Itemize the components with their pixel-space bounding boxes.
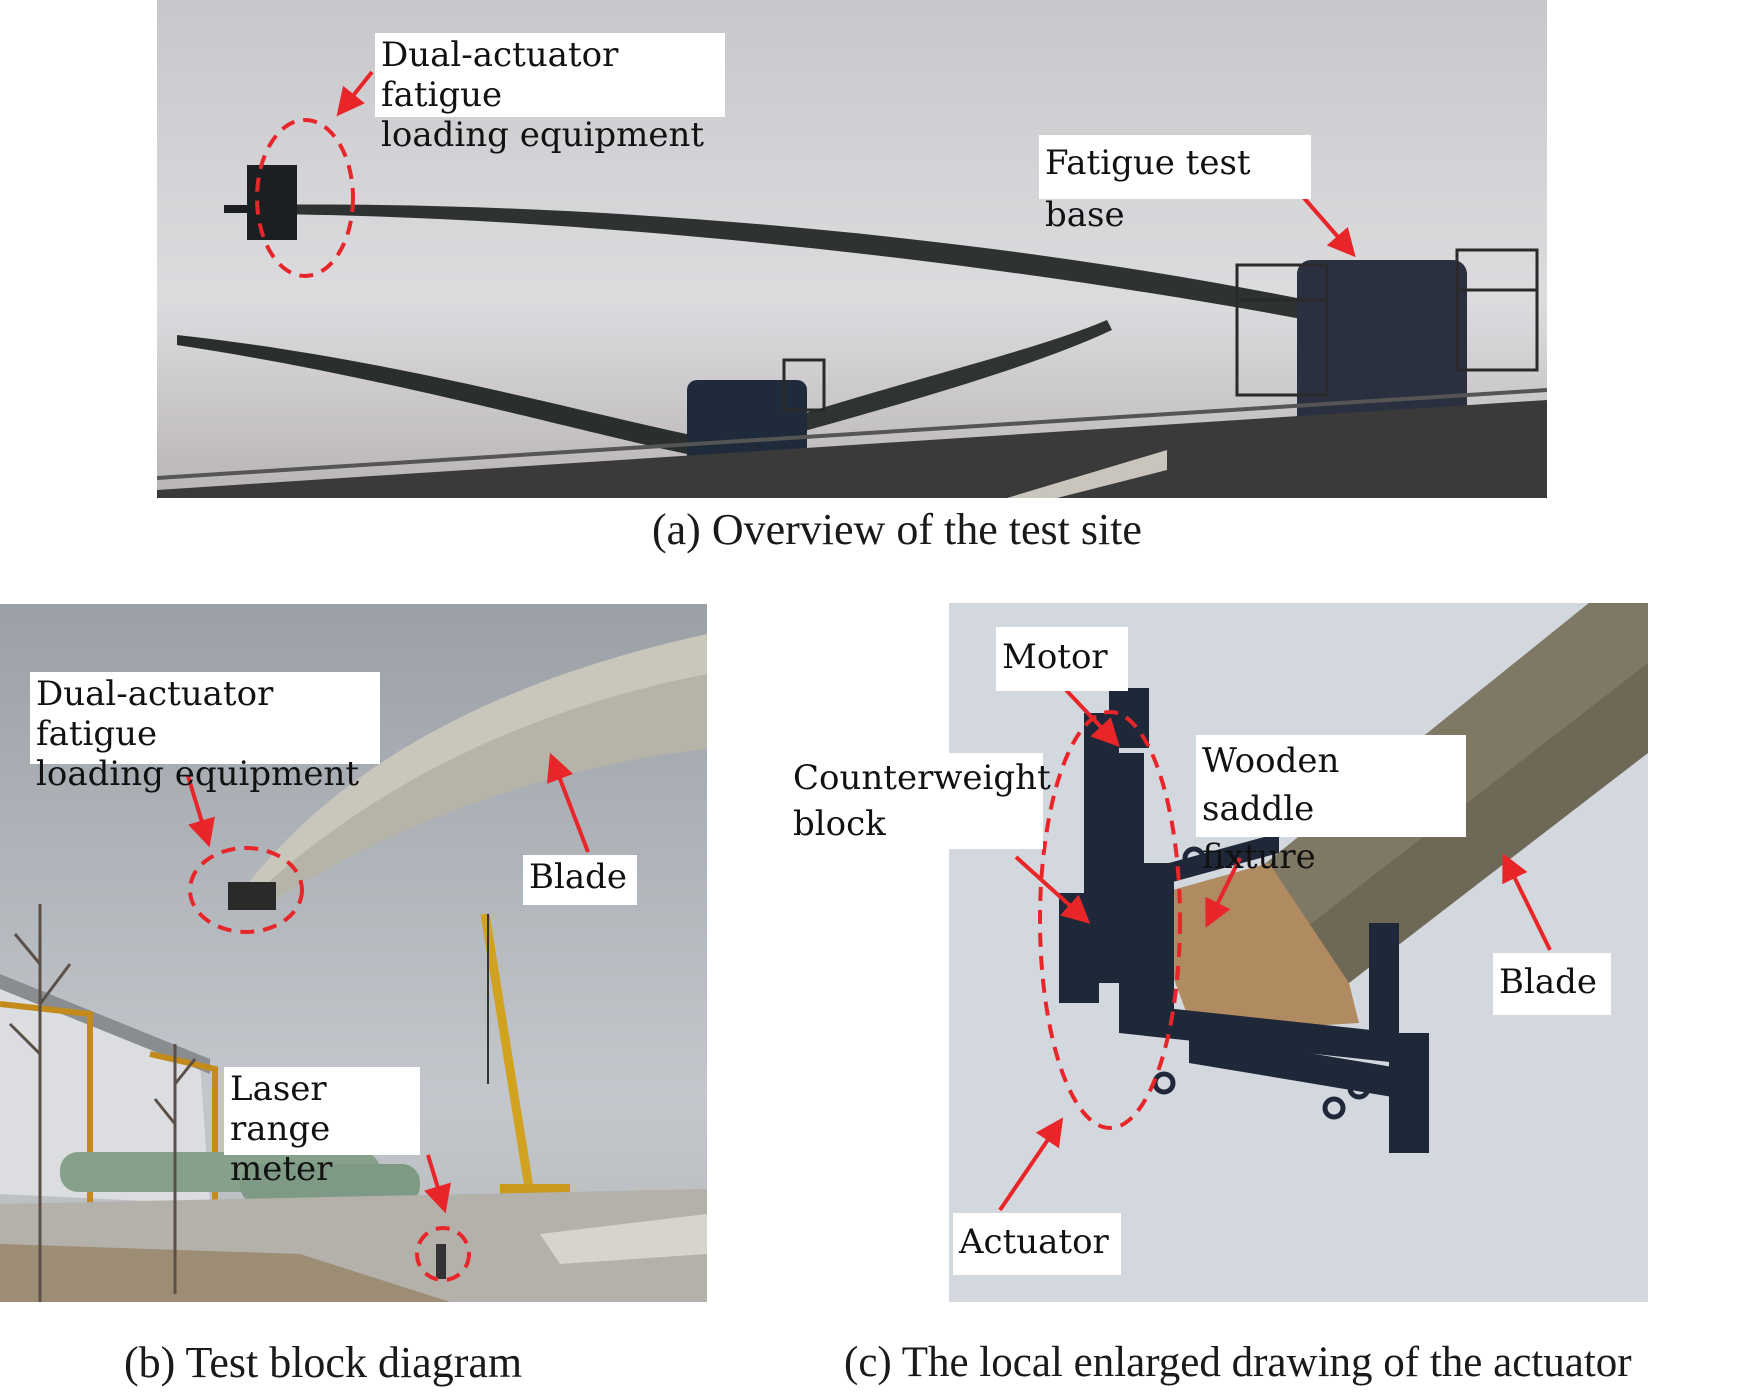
photo-test-site-overview [157,0,1547,498]
label-counterweight: Counterweight block [787,753,1051,849]
label-actuator: Actuator [953,1213,1121,1275]
label-wooden-saddle: Wooden saddle fixture [1196,735,1466,877]
caption-panel-b: (b) Test block diagram [124,1338,523,1387]
caption-panel-c: (c) The local enlarged drawing of the ac… [844,1339,1632,1386]
label-equipment-b: Dual-actuator fatigue loading equipment [30,672,380,794]
caption-panel-a: (a) Overview of the test site [652,505,1142,554]
label-equipment-a: Dual-actuator fatigue loading equipment [375,33,725,155]
label-laser-range-meter: Laser range meter [224,1067,420,1189]
label-blade-c: Blade [1493,953,1611,1015]
label-test-base: Fatigue test base [1039,135,1311,235]
label-motor: Motor [996,627,1128,691]
label-blade-b: Blade [523,855,637,905]
